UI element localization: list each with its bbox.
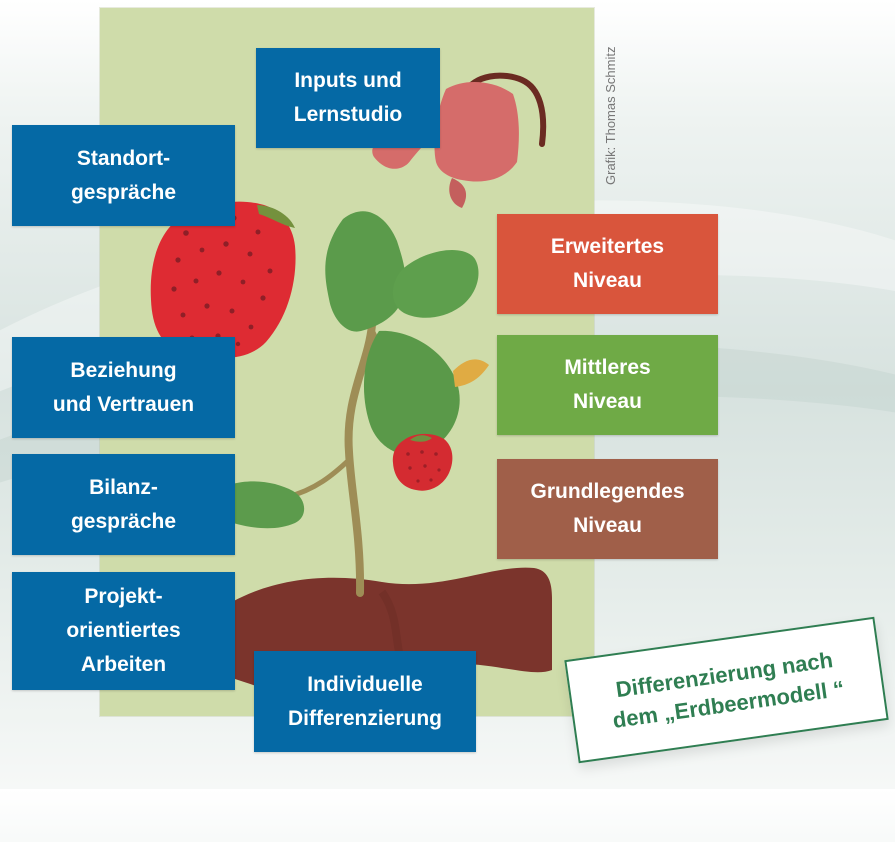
label-box-bilanzgespraeche: Bilanz- gespräche	[12, 454, 235, 555]
label-box-standortgespraeche: Standort- gespräche	[12, 125, 235, 226]
label-box-mittleres-niveau: Mittleres Niveau	[497, 335, 718, 435]
label-box-individuelle-differenzierung: Individuelle Differenzierung	[254, 651, 476, 752]
graphic-credit: Grafik: Thomas Schmitz	[603, 46, 618, 185]
strawberry-plant-icon	[204, 211, 489, 597]
label-box-inputs-und-lernstudio: Inputs und Lernstudio	[256, 48, 440, 148]
small-strawberry-icon	[392, 433, 453, 491]
model-title-sticker: Differenzierung nach dem „Erdbeermodell …	[564, 616, 889, 764]
label-box-erweitertes-niveau: Erweitertes Niveau	[497, 214, 718, 314]
label-box-projektorientiertes-arbeiten: Projekt- orientiertes Arbeiten	[12, 572, 235, 690]
label-box-beziehung-und-vertrauen: Beziehung und Vertrauen	[12, 337, 235, 438]
label-box-grundlegendes-niveau: Grundlegendes Niveau	[497, 459, 718, 559]
